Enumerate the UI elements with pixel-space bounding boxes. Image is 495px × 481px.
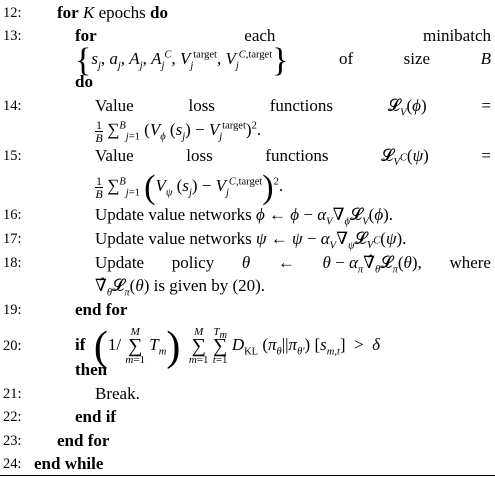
line-number: 14: [3,98,22,114]
line-number: 21: [3,386,22,402]
line-number: 19: [3,302,22,318]
line-number: 22: [3,409,22,425]
line-number: 15: [3,148,22,164]
line-17-text: Update value networks ψ ← ψ − αV∇ψ𝓛VC(ψ)… [95,229,407,252]
line-13-row2: {sj, aj, Aj, AjC, Vjtarget, VjC,target} … [75,42,491,79]
line-number: 23: [3,433,22,449]
algo-line-23: 23: end for [0,429,495,453]
algo-line-18-cont: ∇̂θ𝓛π(θ) is given by (20). [0,274,495,298]
algo-line-20: 20: if (1/ M∑m=1 Tm) M∑m=1 Tm∑t=1 DKL (π… [0,324,495,370]
line-number: 12: [3,5,22,21]
algo-line-13-do: do [75,72,93,91]
algo-line-22: 22: end if [0,405,495,429]
line-18-row2: ∇̂θ𝓛π(θ) is given by (20). [95,276,266,299]
algo-line-16: 16: Update value networks ϕ ← ϕ − αV∇ϕ𝓛V… [0,203,495,227]
algo-line-17: 17: Update value networks ψ ← ψ − αV∇ψ𝓛V… [0,227,495,251]
line-number: 18: [3,255,22,271]
algo-line-24: 24: end while [0,452,495,476]
line-16-text: Update value networks ϕ ← ϕ − αV∇ϕ𝓛V(ϕ). [95,205,394,228]
line-number: 16: [3,207,22,223]
line-20-text: if (1/ M∑m=1 Tm) M∑m=1 Tm∑t=1 DKL (πθ||π… [75,324,381,370]
line-number: 20: [3,338,22,354]
algo-line-21: 21: Break. [0,382,495,406]
line-12-text: for K epochs do [57,3,168,22]
algo-line-20-then: then [75,360,108,379]
line-number: 17: [3,231,22,247]
algo-line-19: 19: end for [0,298,495,322]
algo-line-13-cont: {sj, aj, Aj, AjC, Vjtarget, VjC,target} … [0,42,495,79]
algo-line-12: 12: for K epochs do [0,1,495,25]
line-number: 13: [3,28,22,44]
line-number: 24: [3,456,22,472]
bottom-rule [0,475,495,476]
